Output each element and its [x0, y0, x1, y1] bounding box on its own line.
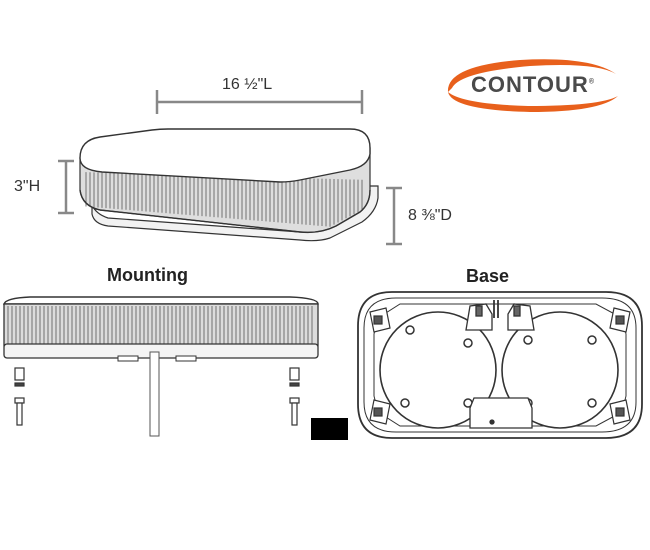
base-corner-bracket-top-left [369, 307, 391, 333]
lens-rib-lines [85, 172, 363, 227]
base-corner-bracket-bottom-left [369, 399, 391, 425]
base-title: Base [466, 266, 510, 286]
base-bottom-bracket [469, 397, 533, 429]
black-swatch [311, 418, 348, 440]
depth-dimension-marker [386, 186, 402, 246]
contour-logo-swoosh [447, 59, 618, 112]
depth-label: 8 ⅜"D [408, 207, 452, 224]
fastener-left [14, 367, 25, 426]
mounting-rib-lines [7, 306, 313, 344]
length-dimension-marker [155, 90, 364, 114]
fastener-right [289, 367, 300, 426]
height-dimension-marker [58, 159, 74, 215]
lightbar-perspective-view [79, 128, 379, 242]
mounting-title: Mounting [107, 265, 188, 285]
lightbar-base-plate [91, 185, 379, 242]
base-corner-bracket-bottom-right [609, 399, 631, 425]
mounting-side-view [3, 296, 319, 437]
lightbar-top-surface [79, 128, 371, 183]
base-inner-edge [363, 297, 637, 433]
registered-mark: ® [588, 78, 594, 86]
mounting-lens-top [3, 296, 319, 305]
mounting-base-strip [3, 343, 319, 359]
brand-name: CONTOUR [471, 72, 589, 97]
base-bottom-view [357, 291, 643, 439]
mounting-tab-right [175, 355, 197, 362]
brand-logo-text: CONTOUR® [471, 72, 594, 98]
lens-bottom-edge [79, 189, 371, 234]
mounting-lens-body [3, 303, 319, 347]
base-top-bracket [465, 300, 535, 331]
height-label: 3"H [14, 178, 41, 195]
length-label: 16 ½"L [222, 76, 273, 93]
mounting-tab-left [117, 355, 139, 362]
base-corner-bracket-top-right [609, 307, 631, 333]
power-cord [149, 351, 160, 437]
